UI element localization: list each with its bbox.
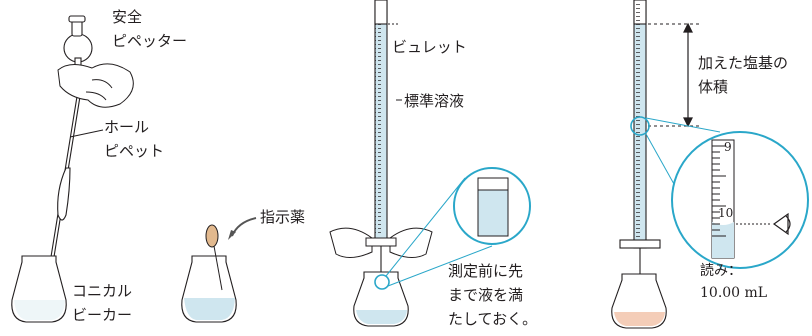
scale-tick-9: 9 — [724, 140, 732, 154]
label-standard-solution: 標準溶液 — [404, 92, 465, 110]
conical-beaker-3 — [353, 271, 409, 327]
scale-tick-10: 10 — [718, 206, 733, 220]
burette-2 — [619, 0, 661, 288]
label-added-base-volume-1: 加えた塩基の — [698, 54, 789, 72]
tip-zoom-circle — [453, 167, 531, 245]
label-indicator: 指示薬 — [260, 208, 306, 226]
label-fill-tip-note-2: まで液を満 — [448, 286, 524, 304]
hands-stopcock — [329, 227, 433, 258]
hand-illustration — [57, 63, 134, 108]
label-burette: ビュレット — [392, 38, 467, 56]
eye-icon — [772, 212, 791, 236]
indicator-dropper — [205, 224, 223, 291]
reading-zoom-circle — [671, 131, 809, 269]
label-fill-tip-note-1: 測定前に先 — [448, 262, 524, 280]
label-conical-beaker-1: コニカル — [72, 282, 133, 300]
reading-highlight-circle — [630, 116, 650, 136]
label-safety-pipette-1: 安全 — [112, 8, 143, 26]
label-conical-beaker-2: ビーカー — [72, 306, 133, 324]
conical-beaker-1 — [11, 255, 67, 323]
tip-highlight-circle — [374, 274, 390, 290]
pipette-leader-line — [69, 129, 104, 138]
label-added-base-volume-2: 体積 — [698, 78, 729, 96]
label-whole-pipette-1: ホール — [104, 118, 150, 136]
label-reading-value: 10.00 mL — [700, 285, 768, 301]
conical-beaker-4 — [611, 273, 667, 329]
double-arrow-icon — [683, 22, 693, 128]
label-fill-tip-note-3: たしておく。 — [448, 310, 538, 328]
label-reading: 読み： — [700, 263, 742, 279]
label-whole-pipette-2: ピペット — [104, 142, 165, 160]
curved-arrow-icon — [231, 217, 257, 237]
conical-beaker-2 — [181, 255, 237, 323]
label-safety-pipette-2: ピペッター — [112, 32, 188, 50]
